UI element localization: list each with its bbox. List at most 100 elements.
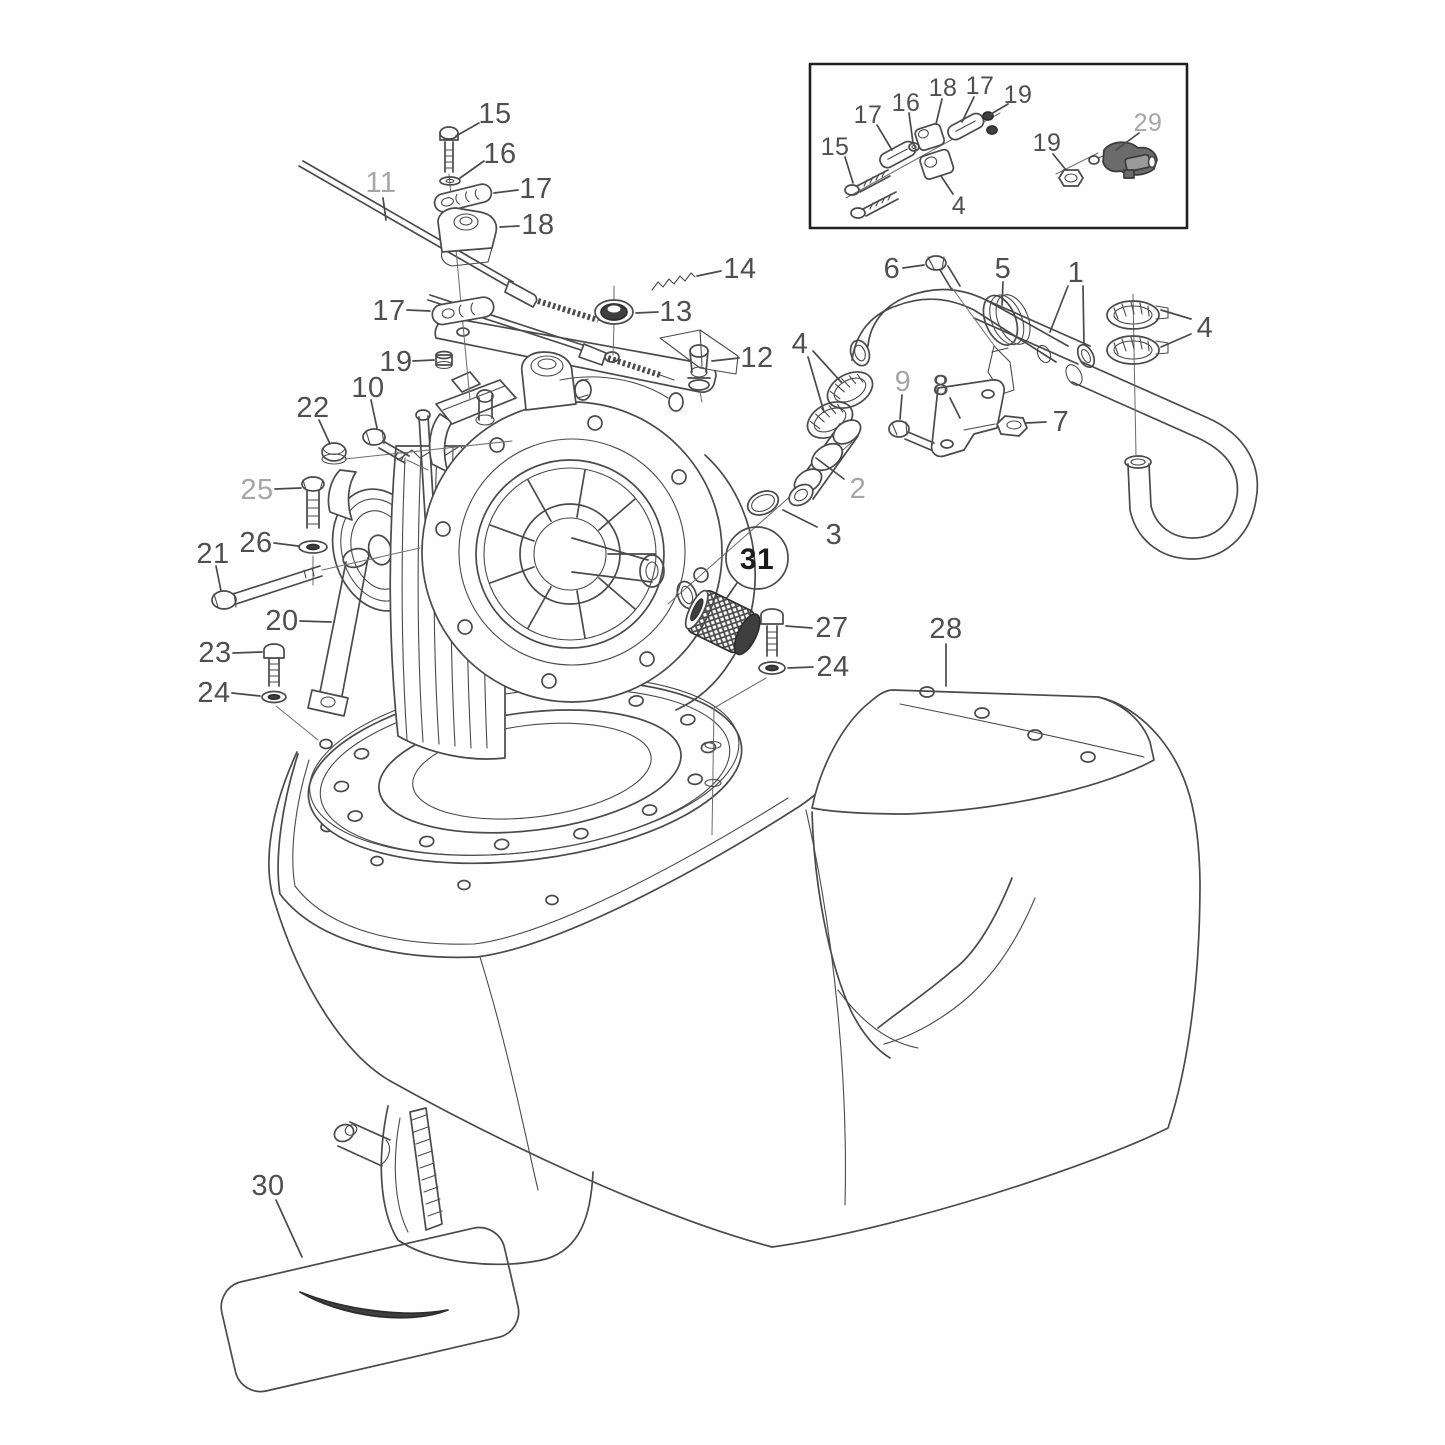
leader-line [493, 189, 519, 194]
bolt-27-washer-24 [704, 608, 786, 836]
leader-line [807, 356, 825, 413]
part-label-4: 4 [952, 192, 966, 220]
leader-line [876, 124, 893, 151]
gearbox-housing [307, 316, 756, 760]
leader-line [215, 565, 222, 592]
leader-line [232, 651, 263, 654]
part-label-29: 29 [1134, 109, 1163, 137]
part-label-17: 17 [519, 173, 552, 205]
leader-line [459, 160, 485, 179]
part-label-16: 16 [483, 138, 516, 170]
leader-line [949, 397, 961, 419]
part-label-7: 7 [1053, 406, 1070, 438]
leader-line [273, 542, 299, 547]
leader-line [785, 625, 813, 629]
grommet-13 [594, 285, 634, 356]
leader-line [1160, 333, 1192, 348]
part-label-30: 30 [251, 1170, 284, 1202]
cable-clamp-stack [431, 126, 498, 401]
part-label-24: 24 [816, 651, 849, 683]
leader-line [935, 98, 943, 125]
part-label-18: 18 [929, 74, 958, 102]
water-hose-assembly [788, 255, 1259, 560]
part-label-20: 20 [265, 605, 298, 637]
left-fasteners [211, 428, 513, 741]
part-label-28: 28 [929, 613, 962, 645]
part-label-4: 4 [1197, 312, 1214, 344]
inset-detail-box [808, 62, 1189, 230]
part-label-15: 15 [821, 133, 850, 161]
leader-line [1160, 309, 1192, 320]
part-label-3: 3 [826, 519, 843, 551]
leader-line [406, 309, 431, 312]
leader-line [940, 175, 954, 195]
leader-line [1052, 153, 1067, 171]
leader-line [844, 156, 854, 184]
part-label-19: 19 [1004, 81, 1033, 109]
part-label-6: 6 [884, 253, 901, 285]
leader-line [635, 311, 659, 314]
part-label-14: 14 [723, 253, 756, 285]
leader-line [275, 1199, 303, 1258]
leader-line [812, 350, 843, 384]
leader-line [382, 197, 387, 221]
part-label-27: 27 [815, 612, 848, 644]
part-label-17: 17 [854, 101, 883, 129]
leader-line [902, 264, 925, 269]
plug-12 [687, 344, 711, 403]
leader-line [231, 692, 261, 697]
leader-line [711, 357, 740, 362]
part-label-24: 24 [197, 677, 230, 709]
part-label-9: 9 [895, 366, 912, 398]
leader-line [725, 582, 738, 600]
leader-line [908, 112, 914, 144]
leader-line [1115, 132, 1140, 151]
hose-clamp [1106, 300, 1169, 330]
leader-line [318, 419, 331, 445]
strainer-31-part [684, 589, 761, 656]
leader-line [1025, 421, 1047, 424]
highlighted-part-circle [725, 526, 789, 590]
leader-line [1049, 285, 1069, 333]
leader-line [899, 394, 903, 420]
leader-line [696, 270, 722, 277]
part-label-19: 19 [379, 346, 412, 378]
leader-line [370, 399, 378, 429]
part-label-22: 22 [296, 392, 329, 424]
part-label-11: 11 [365, 167, 396, 199]
part-label-18: 18 [521, 209, 554, 241]
leader-line [274, 487, 302, 490]
anode-plate-30 [220, 1226, 520, 1393]
leader-line [815, 457, 845, 480]
leader-line [455, 122, 480, 137]
leader-line [990, 103, 1009, 115]
part-label-4: 4 [792, 328, 809, 360]
part-label-23: 23 [198, 637, 231, 669]
leader-line [499, 225, 520, 228]
control-cable-11 [298, 160, 675, 381]
part-label-19: 19 [1033, 129, 1062, 157]
leader-line [961, 96, 975, 123]
leader-line [782, 509, 818, 528]
leader-line [412, 359, 435, 362]
part-label-21: 21 [196, 538, 229, 570]
part-label-26: 26 [239, 527, 272, 559]
part-label-10: 10 [351, 372, 384, 404]
part-label-25: 25 [240, 474, 273, 506]
part-label-2: 2 [850, 473, 867, 505]
part-label-13: 13 [659, 296, 692, 328]
leader-line [1082, 285, 1085, 345]
hose-clamp [1106, 335, 1169, 365]
part-label-17: 17 [966, 72, 995, 100]
part-label-12: 12 [740, 342, 773, 374]
leader-line [787, 666, 814, 669]
spring-14 [651, 272, 696, 291]
leader-line [1001, 281, 1004, 306]
part-label-16: 16 [892, 89, 921, 117]
part-label-1: 1 [1068, 257, 1085, 289]
saildrive-leg [333, 1105, 594, 1266]
part-label-15: 15 [478, 98, 511, 130]
